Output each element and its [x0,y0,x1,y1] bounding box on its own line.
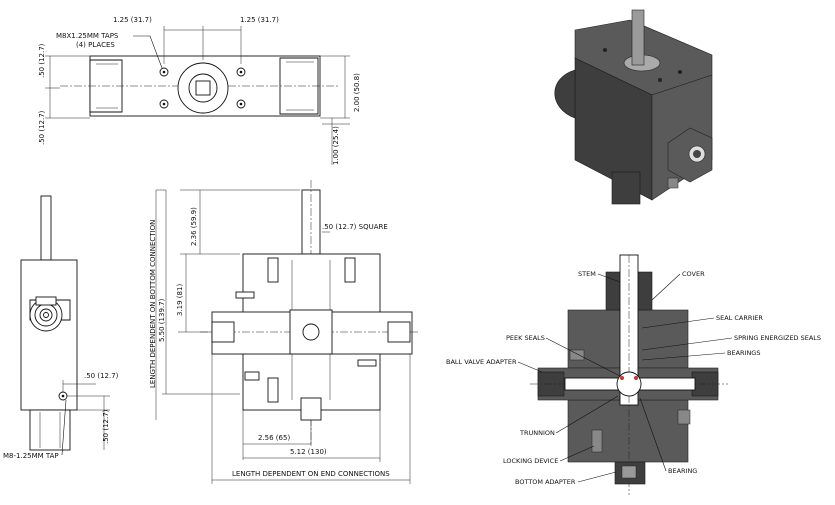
label-spring-seals: SPRING ENERGIZED SEALS [734,334,821,342]
top-view: 1.25 (31.7) 1.25 (31.7) M8X1.25MM TAPS (… [38,16,361,165]
front-dim-center: 3.19 (81) [176,284,184,316]
label-cover: COVER [682,270,705,278]
taps-label-2: (4) PLACES [76,41,115,49]
top-view-taps [159,67,246,109]
taps-label-1: M8X1.25MM TAPS [56,32,119,40]
label-bottom-adapter: BOTTOM ADAPTER [515,478,576,486]
section-view: STEM COVER SEAL CARRIER SPRING ENERGIZED… [446,254,821,495]
section-lower-body [567,399,689,463]
label-bearing: BEARING [668,467,697,475]
front-dim-square: .50 (12.7) SQUARE [322,223,388,231]
front-horizontal-note: LENGTH DEPENDENT ON END CONNECTIONS [232,470,390,478]
top-dim-left: 1.25 (31.7) [113,16,152,24]
label-locking-device: LOCKING DEVICE [503,457,558,465]
side-view-body [20,259,78,411]
label-peek-seals: PEEK SEALS [506,334,545,342]
top-dim-right: 1.25 (31.7) [240,16,279,24]
side-dim-horizontal: .50 (12.7) [84,372,119,380]
label-seal-carrier: SEAL CARRIER [716,314,763,322]
render-stem [631,9,645,66]
front-dim-overall: 5.50 (139.7) [158,298,166,342]
label-ball-valve-adapter: BALL VALVE ADAPTER [446,358,517,366]
front-view-details [235,257,377,403]
side-view: .50 (12.7) .50 (12.7) M8-1.25MM TAP [3,195,119,460]
label-trunnion: TRUNNION [519,429,555,437]
label-stem: STEM [578,270,596,278]
label-bearings: BEARINGS [727,349,760,357]
top-dim-lower-left: .50 (12.7) [38,110,46,145]
side-tap-label: M8-1.25MM TAP [3,452,59,460]
front-vertical-note: LENGTH DEPENDENT ON BOTTOM CONNECTION [149,220,157,388]
section-ball [616,371,642,397]
top-dim-bottom: 1.00 (25.4) [332,126,340,165]
top-dim-upper-left: .50 (12.7) [38,43,46,78]
front-view: .50 (12.7) SQUARE 2.36 (59.9) 3.19 (81) … [149,180,420,484]
front-dim-stem: 2.36 (59.9) [190,207,198,246]
side-dim-vertical: .50 (12.7) [102,409,110,444]
front-dim-width: 5.12 (130) [290,448,327,456]
front-dim-half-width: 2.56 (65) [258,434,290,442]
render-3d [554,9,713,205]
render-left-fitting [554,69,576,119]
side-view-stem [40,195,52,261]
top-dim-height: 2.00 (50.8) [353,73,361,112]
